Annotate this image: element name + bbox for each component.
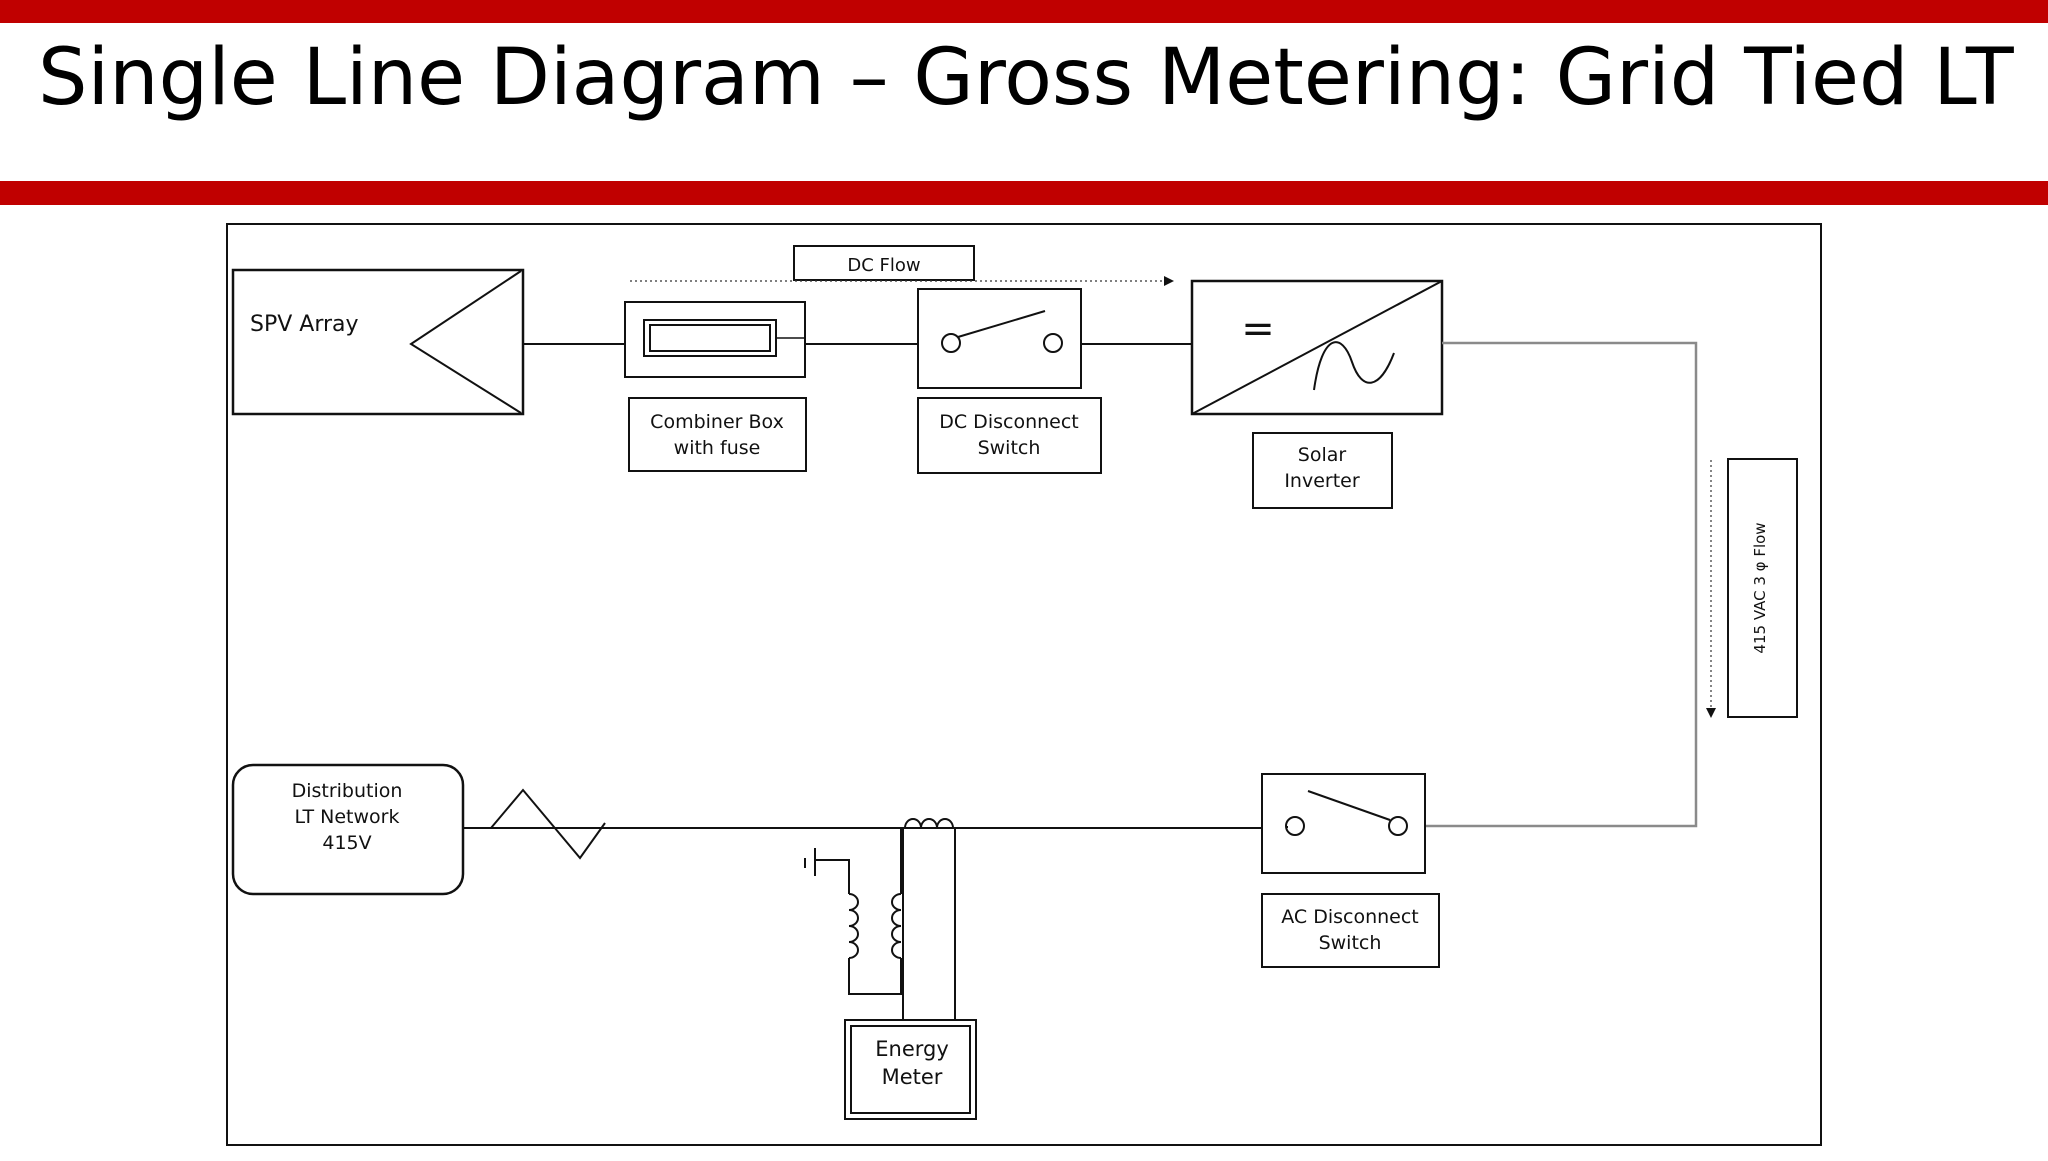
- pt-primary-coil: [848, 893, 859, 959]
- combiner-box-label-line1: Combiner Box: [650, 411, 784, 433]
- dc-disconnect-label-line1: DC Disconnect: [939, 411, 1079, 433]
- energy-meter-label-line1: Energy: [875, 1037, 949, 1061]
- top-accent-bar: [0, 0, 2048, 23]
- distribution-lt-network: Distribution LT Network 415V: [231, 763, 465, 896]
- pt-secondary-coil: [891, 893, 902, 959]
- spv-array: SPV Array: [231, 268, 525, 416]
- title-underline-bar: [0, 181, 2048, 205]
- solar-inverter-label-line2: Inverter: [1284, 470, 1360, 492]
- distribution-label-line3: 415V: [322, 832, 371, 854]
- inverter-dc-symbol: =: [1241, 306, 1275, 352]
- combiner-box: Combiner Box with fuse: [624, 301, 807, 472]
- dc-switch-blade: [957, 310, 1046, 338]
- dc-flow-indicator: DC Flow: [630, 245, 1174, 286]
- inverter-ac-symbol: [1313, 341, 1395, 391]
- dc-flow-label: DC Flow: [847, 255, 920, 276]
- slide-title: Single Line Diagram – Gross Metering: Gr…: [38, 33, 2014, 123]
- ac-disconnect-label-line1: AC Disconnect: [1281, 906, 1419, 928]
- metering-transformer: [804, 818, 956, 1022]
- combiner-box-label-line2: with fuse: [674, 437, 761, 459]
- spv-array-label: SPV Array: [250, 312, 359, 337]
- dc-disconnect-switch: DC Disconnect Switch: [917, 288, 1102, 474]
- energy-meter: Energy Meter: [844, 1019, 977, 1120]
- wire-inverter-to-ac-switch: [1421, 341, 1698, 828]
- distribution-label-line1: Distribution: [292, 780, 403, 802]
- dc-disconnect-label-line2: Switch: [978, 437, 1041, 459]
- solar-inverter-label-line1: Solar: [1298, 444, 1347, 466]
- ac-flow-indicator: 415 VAC 3 φ Flow: [1706, 458, 1798, 718]
- ac-flow-label: 415 VAC 3 φ Flow: [1751, 522, 1769, 653]
- ct-coil: [904, 818, 954, 829]
- spv-array-symbol: [409, 270, 522, 414]
- ac-disconnect-switch: AC Disconnect Switch: [1261, 773, 1440, 968]
- energy-meter-label-line2: Meter: [882, 1065, 943, 1089]
- ac-disconnect-label-line2: Switch: [1319, 932, 1382, 954]
- solar-inverter: = Solar Inverter: [1190, 279, 1444, 509]
- ac-switch-blade: [1307, 790, 1391, 821]
- grid-zigzag-symbol: [490, 788, 606, 860]
- diagram-frame: [226, 223, 1822, 1146]
- distribution-label-line2: LT Network: [295, 806, 400, 828]
